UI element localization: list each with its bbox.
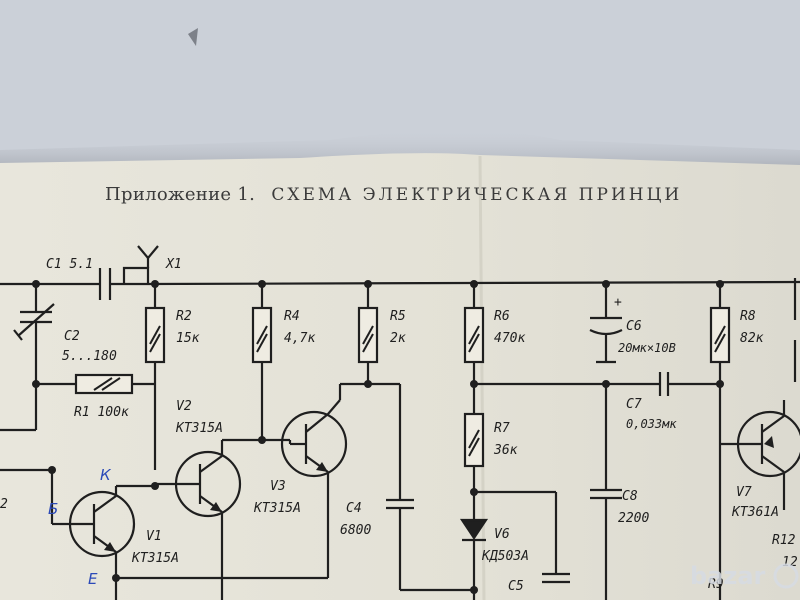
label-v3-type: КТ315А <box>253 501 301 516</box>
label-v6-type: КД503А <box>481 549 529 564</box>
label-r9-partial: R9 <box>708 577 724 592</box>
label-r4-name: R4 <box>284 309 300 324</box>
label-r2-value: 15к <box>176 331 200 346</box>
label-c1: C1 5.1 <box>46 257 93 272</box>
label-r2-name: R2 <box>176 309 192 324</box>
label-c8-value: 2200 <box>618 511 649 526</box>
watermark-logo: bazar <box>690 556 800 596</box>
label-left-partial: 2 <box>0 497 8 512</box>
label-c7-name: C7 <box>626 397 642 412</box>
marker-streak <box>188 28 198 46</box>
label-c4-value: 6800 <box>340 523 371 538</box>
label-r12-partial: R12 <box>772 533 796 548</box>
label-v1-type: КТ315А <box>131 551 179 566</box>
label-c8-name: C8 <box>622 489 638 504</box>
label-r6-name: R6 <box>494 309 510 324</box>
pin-emitter-mark: Е <box>88 570 98 588</box>
page-heading: Приложение 1. СХЕМА ЭЛЕКТРИЧЕСКАЯ ПРИНЦИ <box>105 184 682 205</box>
label-r4-value: 4,7к <box>284 331 315 346</box>
label-v1-name: V1 <box>146 529 162 544</box>
label-r6-value: 470к <box>494 331 525 346</box>
paper-fold <box>478 155 486 600</box>
label-c5-name: C5 <box>508 579 524 594</box>
label-v7-name: V7 <box>736 485 752 500</box>
label-c2-name: C2 <box>64 329 80 344</box>
circuit-wires <box>0 245 800 600</box>
label-c7-value: 0,033мк <box>626 417 677 431</box>
resistor-slashes <box>93 325 726 457</box>
component-labels: C1 5.1 X1 C2 5...180 R1 100к R2 15к R4 4… <box>0 257 798 594</box>
label-r7-name: R7 <box>494 421 510 436</box>
label-c4-name: C4 <box>346 501 362 516</box>
label-c6-name: C6 <box>626 319 642 334</box>
junction-dots <box>32 280 724 594</box>
label-x1: X1 <box>165 257 182 272</box>
label-c6-polarity: + <box>614 295 622 310</box>
label-r5-value: 2к <box>390 331 406 346</box>
label-v3-name: V3 <box>270 479 286 494</box>
watermark-logo-graphic: bazar <box>690 562 799 590</box>
pin-marks: К Б Е <box>48 466 112 588</box>
label-r8-name: R8 <box>740 309 756 324</box>
label-r8-value: 82к <box>740 331 764 346</box>
watermark-text: bazar <box>690 562 766 590</box>
label-c6-value: 20мк×10В <box>618 341 676 355</box>
label-r1: R1 100к <box>74 405 129 420</box>
transistor-arrows <box>104 436 774 552</box>
pin-base-mark: Б <box>48 500 58 518</box>
watermark-circle-icon <box>773 563 799 589</box>
label-r7-value: 36к <box>493 443 518 458</box>
pin-collector-mark: К <box>100 466 112 484</box>
label-c2-value: 5...180 <box>62 349 117 364</box>
label-v7-type: КТ361А <box>731 505 779 520</box>
label-r5-name: R5 <box>390 309 406 324</box>
label-v2-type: КТ315А <box>175 421 223 436</box>
label-v2-name: V2 <box>176 399 192 414</box>
heading-title: СХЕМА ЭЛЕКТРИЧЕСКАЯ ПРИНЦИ <box>271 185 683 205</box>
label-v6-name: V6 <box>494 527 510 542</box>
heading-appendix: Приложение 1. <box>105 184 256 205</box>
